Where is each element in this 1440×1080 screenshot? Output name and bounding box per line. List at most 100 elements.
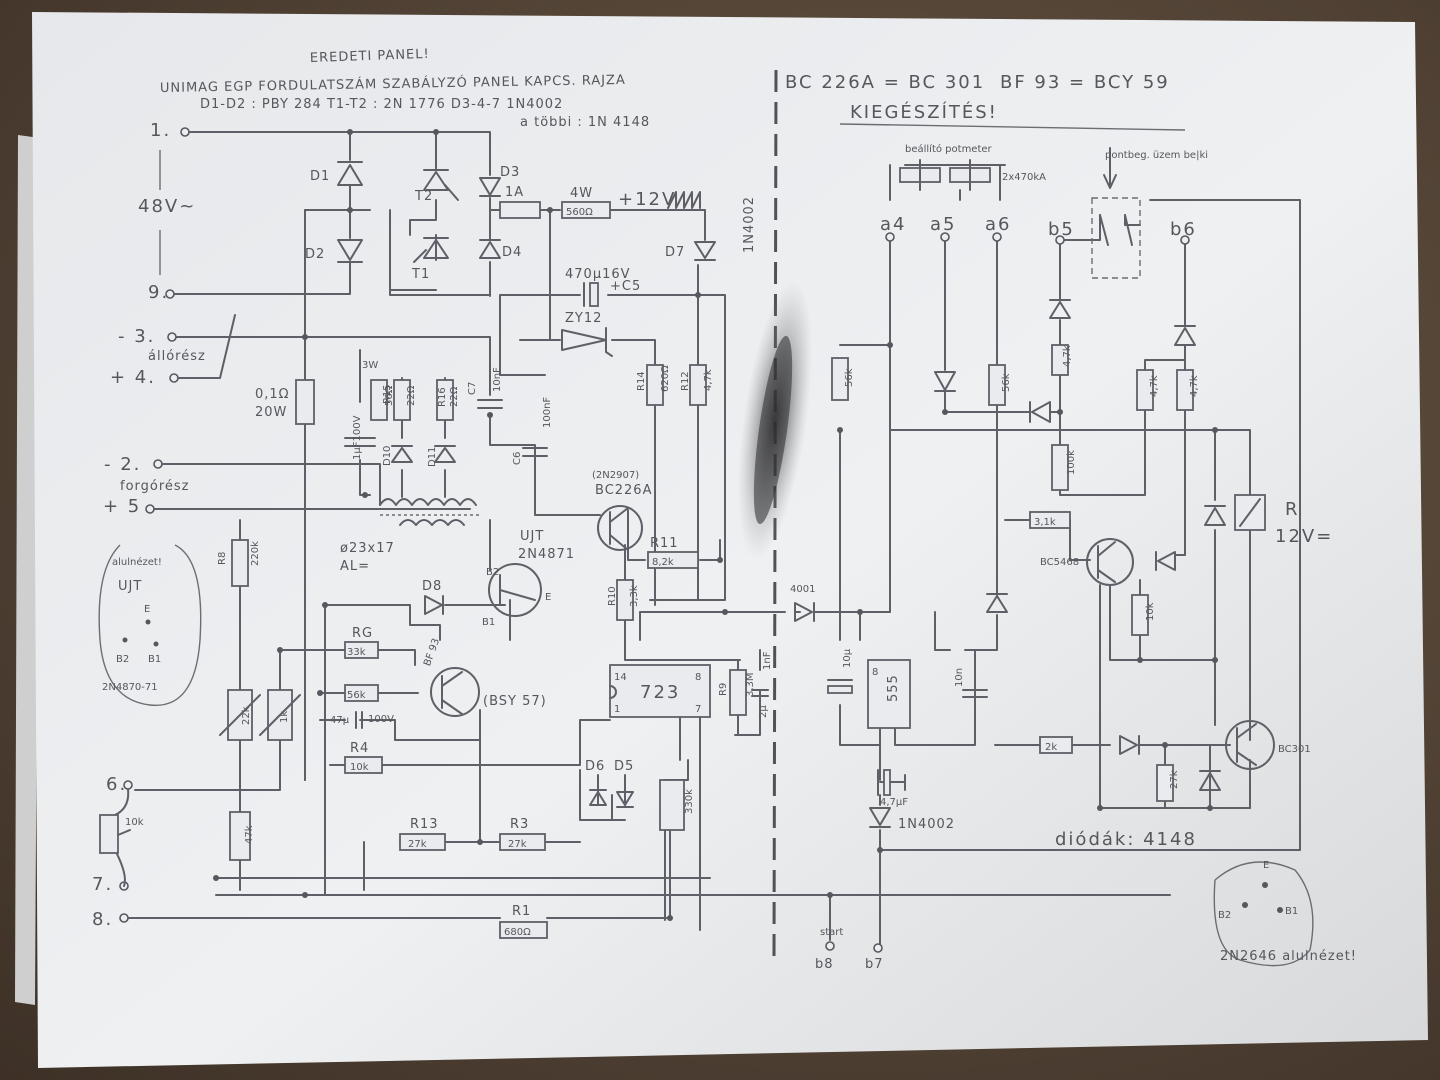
pulse-wave [667, 191, 701, 209]
svg-text:10µ: 10µ [842, 648, 853, 668]
svg-text:E: E [545, 592, 551, 603]
svg-text:D3: D3 [500, 165, 520, 180]
svg-text:B1: B1 [1285, 906, 1298, 917]
svg-text:BC5468: BC5468 [1040, 557, 1079, 568]
svg-text:1nF: 1nF [762, 651, 773, 670]
capacitor-C6: C6 100nF [512, 397, 553, 465]
supplement-underline [839, 123, 1186, 131]
svg-text:R10: R10 [607, 586, 618, 606]
svg-text:C6: C6 [512, 452, 523, 465]
paper-back [15, 135, 40, 1005]
svg-text:4001: 4001 [790, 584, 815, 595]
divider-line [772, 69, 778, 961]
dual-potentiometer: beállító potmeter 2x470kA [899, 143, 1046, 191]
diode-4001: 4001 [790, 584, 815, 622]
diodes-note: diódák: 4148 [1055, 829, 1197, 850]
resistor-4k7-b: 4,7k [1136, 369, 1160, 411]
equiv-2: BF 93 = BCY 59 [1000, 72, 1170, 93]
resistor-R1: R1 680Ω [499, 904, 548, 939]
diode-1N4002: 1N4002 [869, 807, 954, 832]
ujt-2N2646-pinout: E B2 B1 2N2646 alulnézet! [1213, 860, 1356, 967]
svg-text:BC226A: BC226A [595, 483, 652, 498]
svg-text:56k: 56k [1001, 373, 1012, 392]
transistor-BC301: BC301 [1225, 720, 1311, 770]
resistor-22ohm: 22Ω [393, 379, 417, 421]
resistor-4k7-a: 4,7k [1051, 344, 1073, 376]
note-top: EREDETI PANEL! [310, 47, 430, 66]
svg-text:ø23x17: ø23x17 [340, 541, 395, 556]
term-9: 9. [148, 282, 169, 303]
term-4: + 4. [110, 367, 156, 388]
svg-text:D1: D1 [310, 169, 330, 184]
diode-bc301 [1199, 770, 1221, 791]
svg-text:2µ: 2µ [758, 705, 769, 718]
ujt-2N4871: UJT 2N4871 B2 B1 E [482, 529, 575, 628]
svg-text:RG: RG [352, 626, 373, 641]
capacitor-47u: 47µ 100V [330, 711, 394, 729]
svg-text:E: E [1263, 860, 1269, 871]
potentiometer-1k: 1k [259, 689, 301, 741]
svg-text:27k: 27k [1169, 770, 1180, 789]
svg-text:R14: R14 [636, 371, 647, 391]
capacitor-1nF: 1nF 2µ [751, 651, 773, 718]
diode-D11: D11 [427, 445, 456, 467]
terminal-b5: b5 [1048, 219, 1075, 240]
svg-text:100k: 100k [1066, 450, 1077, 475]
svg-text:UJT: UJT [118, 579, 142, 594]
resistor-27k: 27k [1156, 764, 1180, 802]
resistor-3k1: 3,1k [1029, 511, 1071, 529]
right-junctions [827, 342, 1218, 898]
diode-a5 [934, 371, 956, 392]
terminal-b7: b7 [865, 957, 884, 972]
diode-D4: D4 [479, 239, 521, 260]
resistor-R8: R8 220k [217, 539, 261, 587]
resistor-560: 4W 560Ω [561, 186, 611, 219]
svg-text:3,3M: 3,3M [745, 672, 756, 697]
resistor-R9: R9 3,3M [718, 669, 756, 716]
resistor-R10: R10 3,3k [607, 579, 640, 621]
svg-text:1N4002: 1N4002 [742, 196, 757, 253]
svg-text:2N4871: 2N4871 [518, 547, 575, 562]
svg-text:B2: B2 [486, 567, 499, 578]
svg-text:R13: R13 [410, 817, 439, 832]
svg-text:B1: B1 [148, 654, 161, 665]
left-components: D1 D2 T2 T1 D3 D4 1A 4W [99, 161, 773, 939]
diode-D10: D10 [382, 445, 413, 466]
paper [32, 12, 1428, 1068]
svg-text:D2: D2 [305, 247, 325, 262]
svg-text:R11: R11 [650, 536, 679, 551]
svg-text:620Ω: 620Ω [660, 365, 671, 392]
svg-text:E: E [144, 604, 150, 615]
parts-line2: a többi : 1N 4148 [520, 115, 650, 130]
term-3: - 3. [118, 326, 155, 347]
resistor-R3: R3 27k [499, 817, 546, 851]
diode-bc-base [1155, 551, 1176, 571]
mode-switch: pontbeg. üzem be|ki [1091, 150, 1208, 279]
svg-text:B1: B1 [482, 617, 495, 628]
thyristor-T2: T2 [414, 169, 459, 204]
diode-horizontal [1029, 401, 1051, 423]
svg-text:680Ω: 680Ω [504, 927, 531, 938]
resistor-10k: 10k [1131, 594, 1156, 636]
svg-text:470µ16V: 470µ16V [565, 267, 631, 282]
svg-text:220k: 220k [250, 541, 261, 566]
svg-text:+C5: +C5 [610, 279, 641, 294]
term-1: 1. [150, 120, 171, 141]
diode-relay [1204, 505, 1226, 526]
resistor-R14: R14 620Ω [636, 364, 671, 406]
svg-text:22Ω: 22Ω [406, 385, 417, 406]
svg-text:R8: R8 [217, 552, 228, 565]
svg-text:47k: 47k [244, 825, 255, 844]
svg-text:8: 8 [695, 672, 701, 683]
terminal-a6: a6 [985, 214, 1011, 235]
diode-a6 [986, 593, 1008, 613]
svg-text:alulnézet!: alulnézet! [112, 556, 162, 568]
svg-text:R12: R12 [680, 371, 691, 391]
svg-text:1A: 1A [505, 185, 524, 200]
start-label: start [820, 927, 843, 938]
resistor-47k: 47k [229, 811, 255, 861]
capacitor-10n: 10n [954, 668, 988, 698]
svg-text:4,7k: 4,7k [1149, 375, 1160, 397]
rotor-label: forgórész [120, 479, 190, 494]
